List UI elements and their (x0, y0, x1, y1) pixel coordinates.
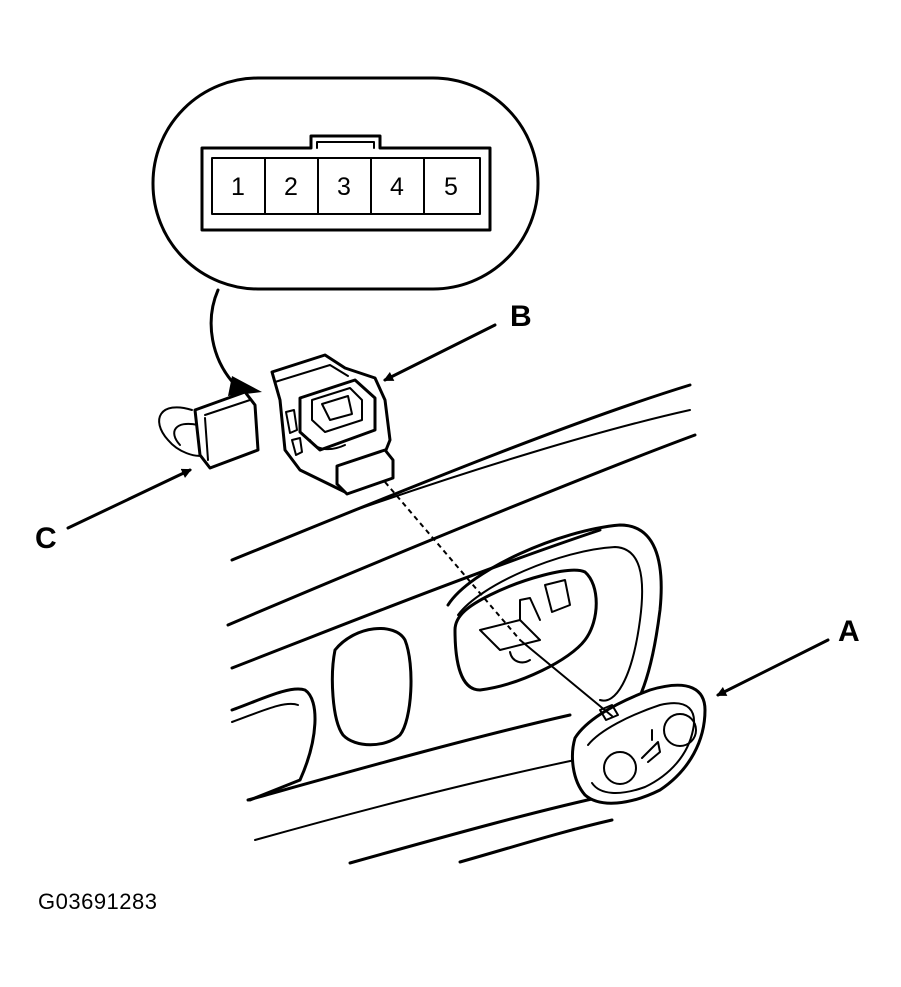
harness-wire-2 (173, 422, 199, 446)
callout-a-arrow (716, 638, 830, 697)
seat-symbol-icon (641, 729, 661, 763)
door-trim-panel (226, 383, 697, 865)
connector-latch (316, 141, 375, 149)
switch-cover-a (571, 683, 707, 805)
switch-b (270, 353, 395, 496)
harness-wire-1 (158, 406, 206, 457)
cover-button-left (603, 751, 637, 785)
detail-leader-arrowhead (228, 376, 262, 396)
connector-face-detail: 1 2 3 4 5 (151, 76, 540, 291)
pin-4-label: 4 (390, 173, 404, 201)
callout-c-label: C (35, 522, 57, 555)
callout-b-arrow (383, 323, 497, 382)
connector-c (158, 390, 260, 470)
switch-recess (446, 523, 663, 723)
figure-id: G03691283 (38, 889, 158, 914)
alignment-solid-line (519, 639, 613, 717)
pin-2-label: 2 (284, 173, 298, 201)
callout-c-arrow (66, 468, 192, 530)
connector-cavity (211, 157, 481, 215)
alignment-dashed-line (384, 481, 521, 641)
callout-a-label: A (838, 615, 860, 648)
pin-5-label: 5 (444, 173, 458, 201)
pin-1-label: 1 (231, 173, 245, 201)
callout-b-label: B (510, 300, 532, 333)
connector-housing-outline (200, 134, 492, 232)
lock-knob (330, 627, 413, 747)
detail-leader (209, 288, 240, 390)
pin-3-label: 3 (337, 173, 351, 201)
cover-button-right (663, 713, 697, 747)
detail-bubble (151, 76, 540, 291)
